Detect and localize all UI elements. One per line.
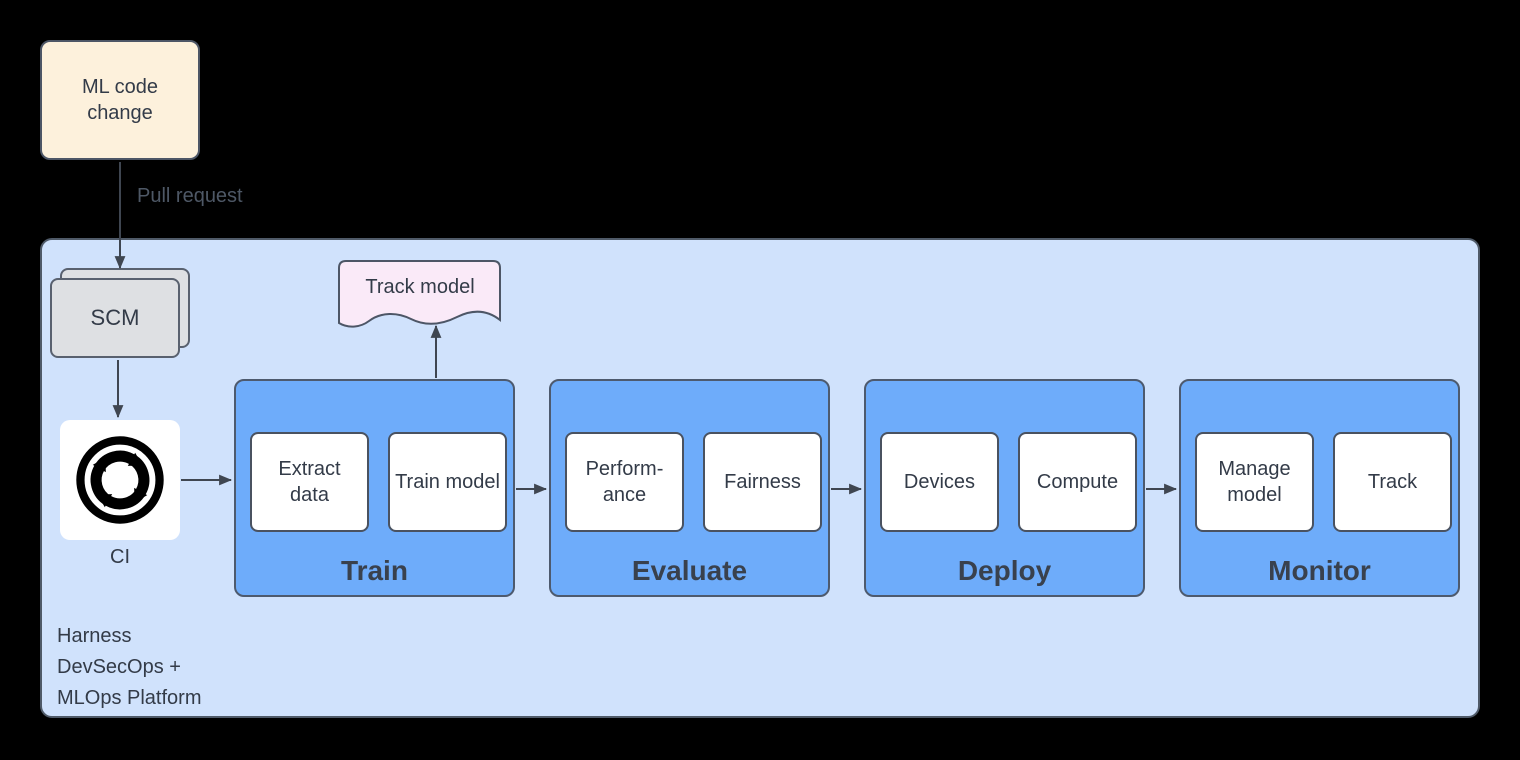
sync-cycle-icon bbox=[76, 436, 164, 524]
track-model-label: Track model bbox=[365, 276, 475, 298]
platform-label: Harness DevSecOps + MLOps Platform bbox=[57, 621, 201, 714]
track-model-document bbox=[338, 260, 501, 328]
step-label: Manage model bbox=[1218, 458, 1291, 506]
platform-label-line1: Harness bbox=[57, 625, 132, 647]
stage-title-monitor: Monitor bbox=[1268, 555, 1371, 586]
stage-deploy: Devices Compute Deploy bbox=[864, 379, 1145, 597]
platform-label-line2: DevSecOps + bbox=[57, 656, 181, 678]
step-label: Extract data bbox=[278, 458, 341, 506]
stage-evaluate: Perform-ance Fairness Evaluate bbox=[549, 379, 830, 597]
step-label: Compute bbox=[1036, 471, 1119, 493]
scm-node: SCM bbox=[50, 278, 180, 358]
step-label: Fairness bbox=[724, 471, 801, 493]
ci-node bbox=[60, 420, 180, 540]
step-performance: Perform-ance bbox=[565, 432, 684, 532]
step-train-model: Train model bbox=[388, 432, 507, 532]
stage-title-evaluate: Evaluate bbox=[631, 555, 748, 586]
step-track: Track bbox=[1333, 432, 1452, 532]
stage-train: Extract data Train model Train bbox=[234, 379, 515, 597]
pull-request-label: Pull request bbox=[137, 185, 243, 207]
step-label: Devices bbox=[903, 471, 976, 493]
step-manage-model: Manage model bbox=[1195, 432, 1314, 532]
step-compute: Compute bbox=[1018, 432, 1137, 532]
step-label: Train model bbox=[395, 471, 500, 493]
step-extract-data: Extract data bbox=[250, 432, 369, 532]
step-devices: Devices bbox=[880, 432, 999, 532]
step-label: Track bbox=[1367, 471, 1418, 493]
ml-code-change-label: ML code change bbox=[82, 76, 158, 124]
platform-label-line3: MLOps Platform bbox=[57, 687, 202, 709]
scm-label: SCM bbox=[90, 305, 140, 330]
ci-label: CI bbox=[110, 546, 130, 568]
stage-title-train: Train bbox=[341, 555, 408, 586]
step-label: Perform-ance bbox=[585, 458, 664, 506]
ml-code-change-node: ML code change bbox=[40, 40, 200, 160]
stage-monitor: Manage model Track Monitor bbox=[1179, 379, 1460, 597]
step-fairness: Fairness bbox=[703, 432, 822, 532]
stage-title-deploy: Deploy bbox=[957, 555, 1052, 586]
